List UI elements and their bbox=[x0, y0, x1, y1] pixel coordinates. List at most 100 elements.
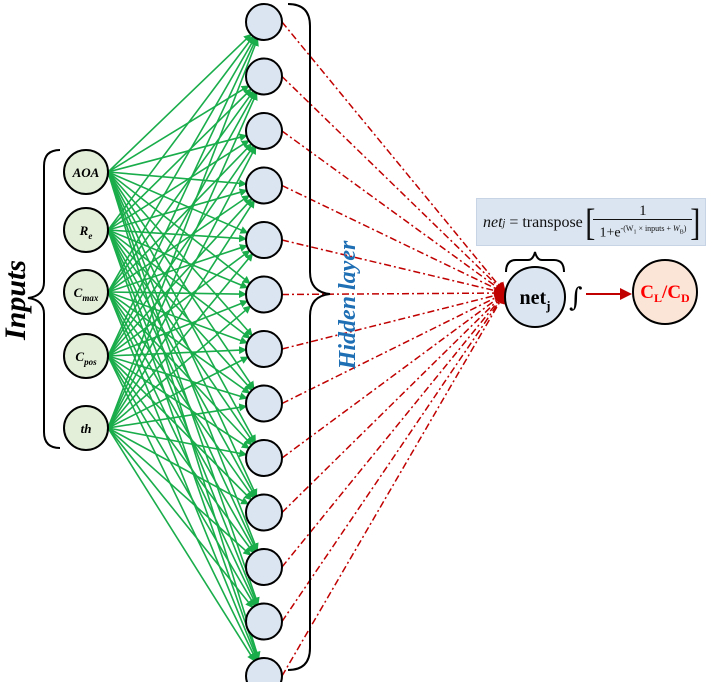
input-hidden-edge bbox=[107, 346, 248, 357]
formula-denominator: 1+e-(W1 × inputs + WB) bbox=[599, 224, 687, 241]
formula-right-bracket: ] bbox=[690, 202, 701, 244]
hidden-net-edge bbox=[281, 291, 507, 514]
hidden-net-edge bbox=[281, 75, 507, 295]
hidden-node bbox=[245, 221, 283, 259]
hidden-layer-brace bbox=[287, 3, 331, 671]
formula-left-bracket: [ bbox=[585, 202, 596, 244]
input-hidden-edge bbox=[107, 427, 252, 556]
input-hidden-edge bbox=[107, 188, 248, 231]
input-hidden-edge bbox=[107, 355, 252, 501]
input-node: th bbox=[63, 405, 109, 451]
input-hidden-edge bbox=[107, 133, 248, 173]
input-hidden-edge bbox=[107, 291, 249, 345]
input-hidden-edge bbox=[107, 356, 249, 429]
input-hidden-edge bbox=[107, 229, 255, 444]
hidden-node bbox=[245, 330, 283, 368]
net-node-label: netj bbox=[519, 287, 550, 313]
hidden-node bbox=[245, 3, 283, 41]
input-hidden-edge bbox=[107, 88, 252, 231]
input-hidden-edge bbox=[107, 229, 249, 289]
formula-eq: = transpose bbox=[505, 214, 583, 231]
input-hidden-edge bbox=[107, 229, 251, 339]
hidden-node bbox=[245, 493, 283, 532]
input-hidden-edge bbox=[107, 171, 259, 552]
input-node-label: Cpos bbox=[75, 349, 97, 367]
hidden-net-edge bbox=[281, 291, 507, 459]
input-node: Cpos bbox=[63, 333, 109, 379]
input-hidden-edge bbox=[107, 85, 250, 173]
formula-lhs: net bbox=[483, 214, 503, 231]
input-hidden-edge bbox=[107, 403, 248, 429]
formula-lhs-sub: j bbox=[502, 217, 506, 229]
input-hidden-edge bbox=[107, 35, 254, 231]
input-node: Cmax bbox=[63, 269, 109, 315]
hidden-node bbox=[245, 548, 283, 586]
hidden-to-output-connections bbox=[281, 21, 507, 677]
input-hidden-edge bbox=[107, 244, 248, 293]
input-hidden-edge bbox=[107, 199, 255, 429]
hidden-net-edge bbox=[281, 291, 507, 622]
inputs-brace bbox=[27, 149, 61, 449]
integral-symbol: ∫ bbox=[569, 283, 583, 313]
output-node bbox=[632, 259, 698, 325]
hidden-layer-label: Hidden layer bbox=[335, 240, 361, 370]
input-hidden-edge bbox=[107, 171, 260, 606]
input-hidden-edge bbox=[107, 144, 255, 357]
input-hidden-edge bbox=[107, 427, 256, 662]
hidden-layer bbox=[245, 3, 283, 682]
input-hidden-edge bbox=[107, 92, 258, 429]
input-node-label: Re bbox=[79, 223, 93, 241]
input-hidden-edge bbox=[107, 146, 257, 429]
input-node: Re bbox=[63, 207, 109, 253]
input-hidden-edge bbox=[107, 290, 248, 299]
net-node bbox=[504, 266, 566, 328]
hidden-node bbox=[245, 439, 283, 477]
hidden-net-edge bbox=[281, 21, 507, 295]
input-hidden-edge bbox=[107, 37, 258, 357]
input-hidden-edge bbox=[107, 299, 249, 357]
hidden-node bbox=[245, 57, 283, 96]
input-hidden-edge bbox=[107, 250, 251, 357]
input-hidden-edge bbox=[107, 291, 256, 553]
input-hidden-edge bbox=[107, 229, 253, 391]
input-node-label: th bbox=[81, 421, 92, 436]
hidden-net-edge bbox=[281, 291, 507, 677]
hidden-node bbox=[245, 166, 283, 205]
input-hidden-edge bbox=[107, 198, 253, 357]
hidden-net-edge bbox=[281, 130, 507, 295]
input-hidden-edge bbox=[107, 171, 248, 188]
input-hidden-edge bbox=[107, 427, 248, 458]
input-hidden-edge bbox=[107, 291, 255, 499]
output-node-label: CL/CD bbox=[640, 282, 690, 305]
input-hidden-edge bbox=[107, 355, 248, 401]
hidden-node bbox=[245, 657, 283, 682]
input-hidden-edge bbox=[107, 427, 250, 505]
input-hidden-edge bbox=[107, 143, 253, 293]
input-hidden-edge bbox=[107, 36, 256, 293]
hidden-net-edge bbox=[281, 239, 507, 297]
formula-numerator: 1 bbox=[593, 203, 693, 221]
input-hidden-edge bbox=[107, 91, 256, 357]
input-node-label: AOA bbox=[72, 165, 100, 180]
hidden-net-edge bbox=[281, 289, 507, 350]
input-hidden-edge bbox=[107, 291, 253, 446]
input-hidden-edge bbox=[107, 427, 254, 609]
input-hidden-edge bbox=[107, 33, 252, 173]
net-brace bbox=[505, 251, 565, 273]
input-hidden-edge bbox=[107, 253, 254, 429]
input-hidden-edge bbox=[107, 355, 254, 554]
hidden-net-edge bbox=[281, 184, 507, 295]
input-hidden-edge bbox=[107, 171, 258, 498]
input-hidden-edge bbox=[107, 291, 258, 607]
input-hidden-edge bbox=[107, 229, 248, 243]
input-hidden-edge bbox=[107, 171, 257, 444]
input-hidden-edge bbox=[107, 90, 255, 293]
hidden-net-edge bbox=[281, 287, 507, 300]
input-hidden-edge bbox=[107, 139, 250, 231]
input-hidden-edge bbox=[107, 37, 259, 429]
input-hidden-edge bbox=[107, 355, 250, 449]
